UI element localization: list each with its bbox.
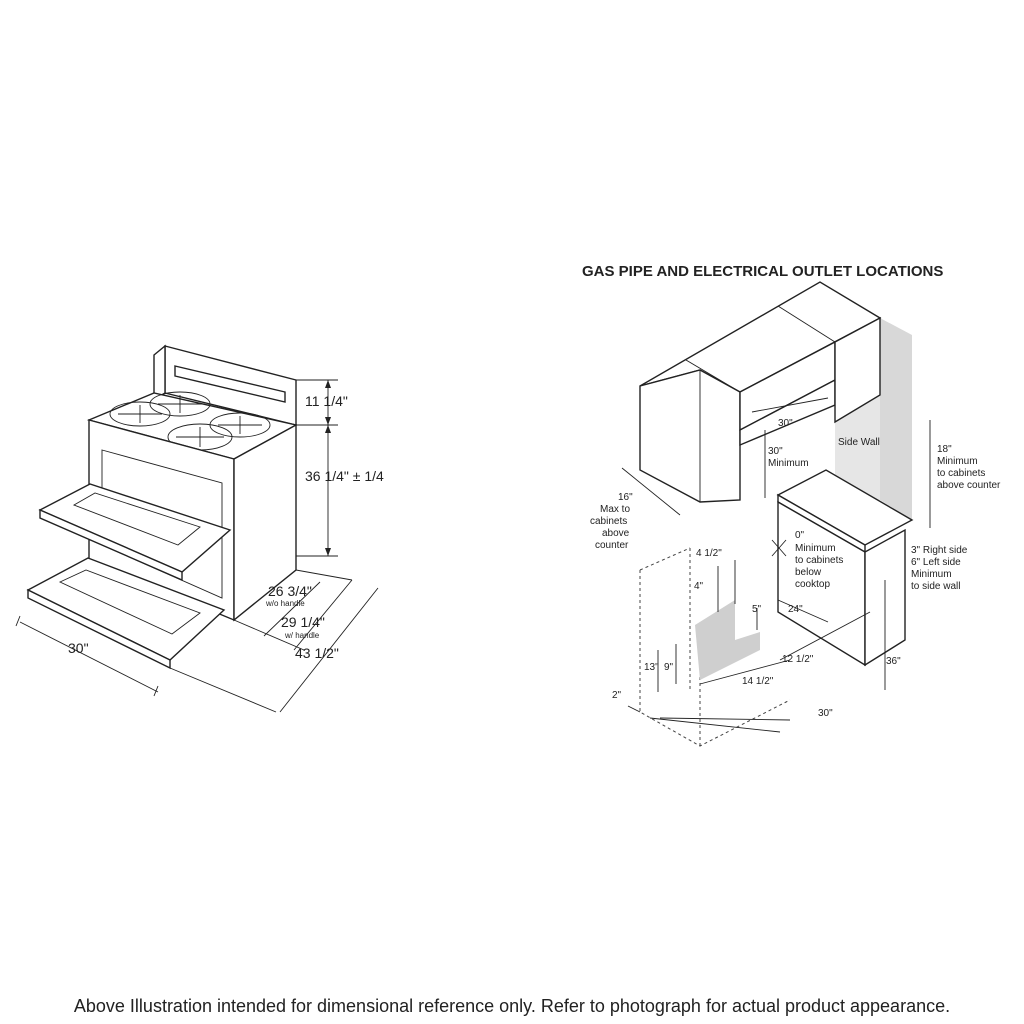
side-wall-label: Side Wall [838,437,880,448]
disclaimer-footer: Above Illustration intended for dimensio… [73,996,951,1016]
dim-18: 18" [937,444,952,455]
dim-opening-width: 30" [778,418,793,429]
dim-clearance-30-note: Minimum [768,458,809,469]
dim-18-note-3: above counter [937,480,1001,491]
range-dimension-labels: 11 1/4" 36 1/4" ± 1/4 30" 26 3/4" w/o ha… [68,393,384,661]
dim-zero-note-1: Minimum [795,543,836,554]
dim-zero: 0" [795,530,805,541]
dim-clearance-30: 30" [768,446,783,457]
dim-2: 2" [612,690,622,701]
upper-cabinet-left [639,369,741,503]
dim-18-note-1: Minimum [937,456,978,467]
dim-14-5: 14 1/2" [742,676,774,687]
dim-18-note-2: to cabinets [937,468,985,479]
side-clear-4: to side wall [911,581,960,592]
dim-16-note-4: counter [595,540,629,551]
dim-zero-note-4: cooktop [795,579,830,590]
dim-12-5: 12 1/2" [782,654,814,665]
side-wall-shade [880,318,912,520]
dim-depth-handle: 29 1/4" [281,614,325,630]
dim-30-bottom: 30" [818,708,833,719]
dim-width: 30" [68,640,89,656]
side-clear-3: Minimum [911,569,952,580]
dim-depth-no-handle: 26 3/4" [268,583,312,599]
dim-depth-door-open: 43 1/2" [295,645,339,661]
dim-overall-height: 36 1/4" ± 1/4 [305,468,384,484]
dim-36: 36" [886,656,901,667]
dim-4: 4" [694,581,704,592]
dim-zero-note-2: to cabinets [795,555,843,566]
dim-13: 13" [644,662,659,673]
gas-pipe-zone [695,600,760,680]
dim-depth-handle-note: w/ handle [284,631,320,640]
dim-16: 16" [618,492,633,503]
installation-title: GAS PIPE AND ELECTRICAL OUTLET LOCATIONS [582,263,943,280]
installation-illustration [621,281,931,747]
dim-16-note-3: above [602,528,630,539]
dim-5: 5" [752,604,762,615]
installation-labels: 30" 30" Minimum Side Wall 18" Minimum to… [590,418,1001,719]
side-clear-1: 3" Right side [911,545,968,556]
upper-cabinet-right [834,316,881,424]
dim-zero-note-3: below [795,567,822,578]
dim-backguard: 11 1/4" [305,393,348,409]
range-illustration [15,344,379,713]
dim-depth-no-handle-note: w/o handle [265,599,305,608]
dim-16-note-1: Max to [600,504,630,515]
side-clear-2: 6" Left side [911,557,961,568]
dim-16-note-2: cabinets [590,516,627,527]
dim-9: 9" [664,662,674,673]
dim-24: 24" [788,604,803,615]
dim-4-5: 4 1/2" [696,548,722,559]
